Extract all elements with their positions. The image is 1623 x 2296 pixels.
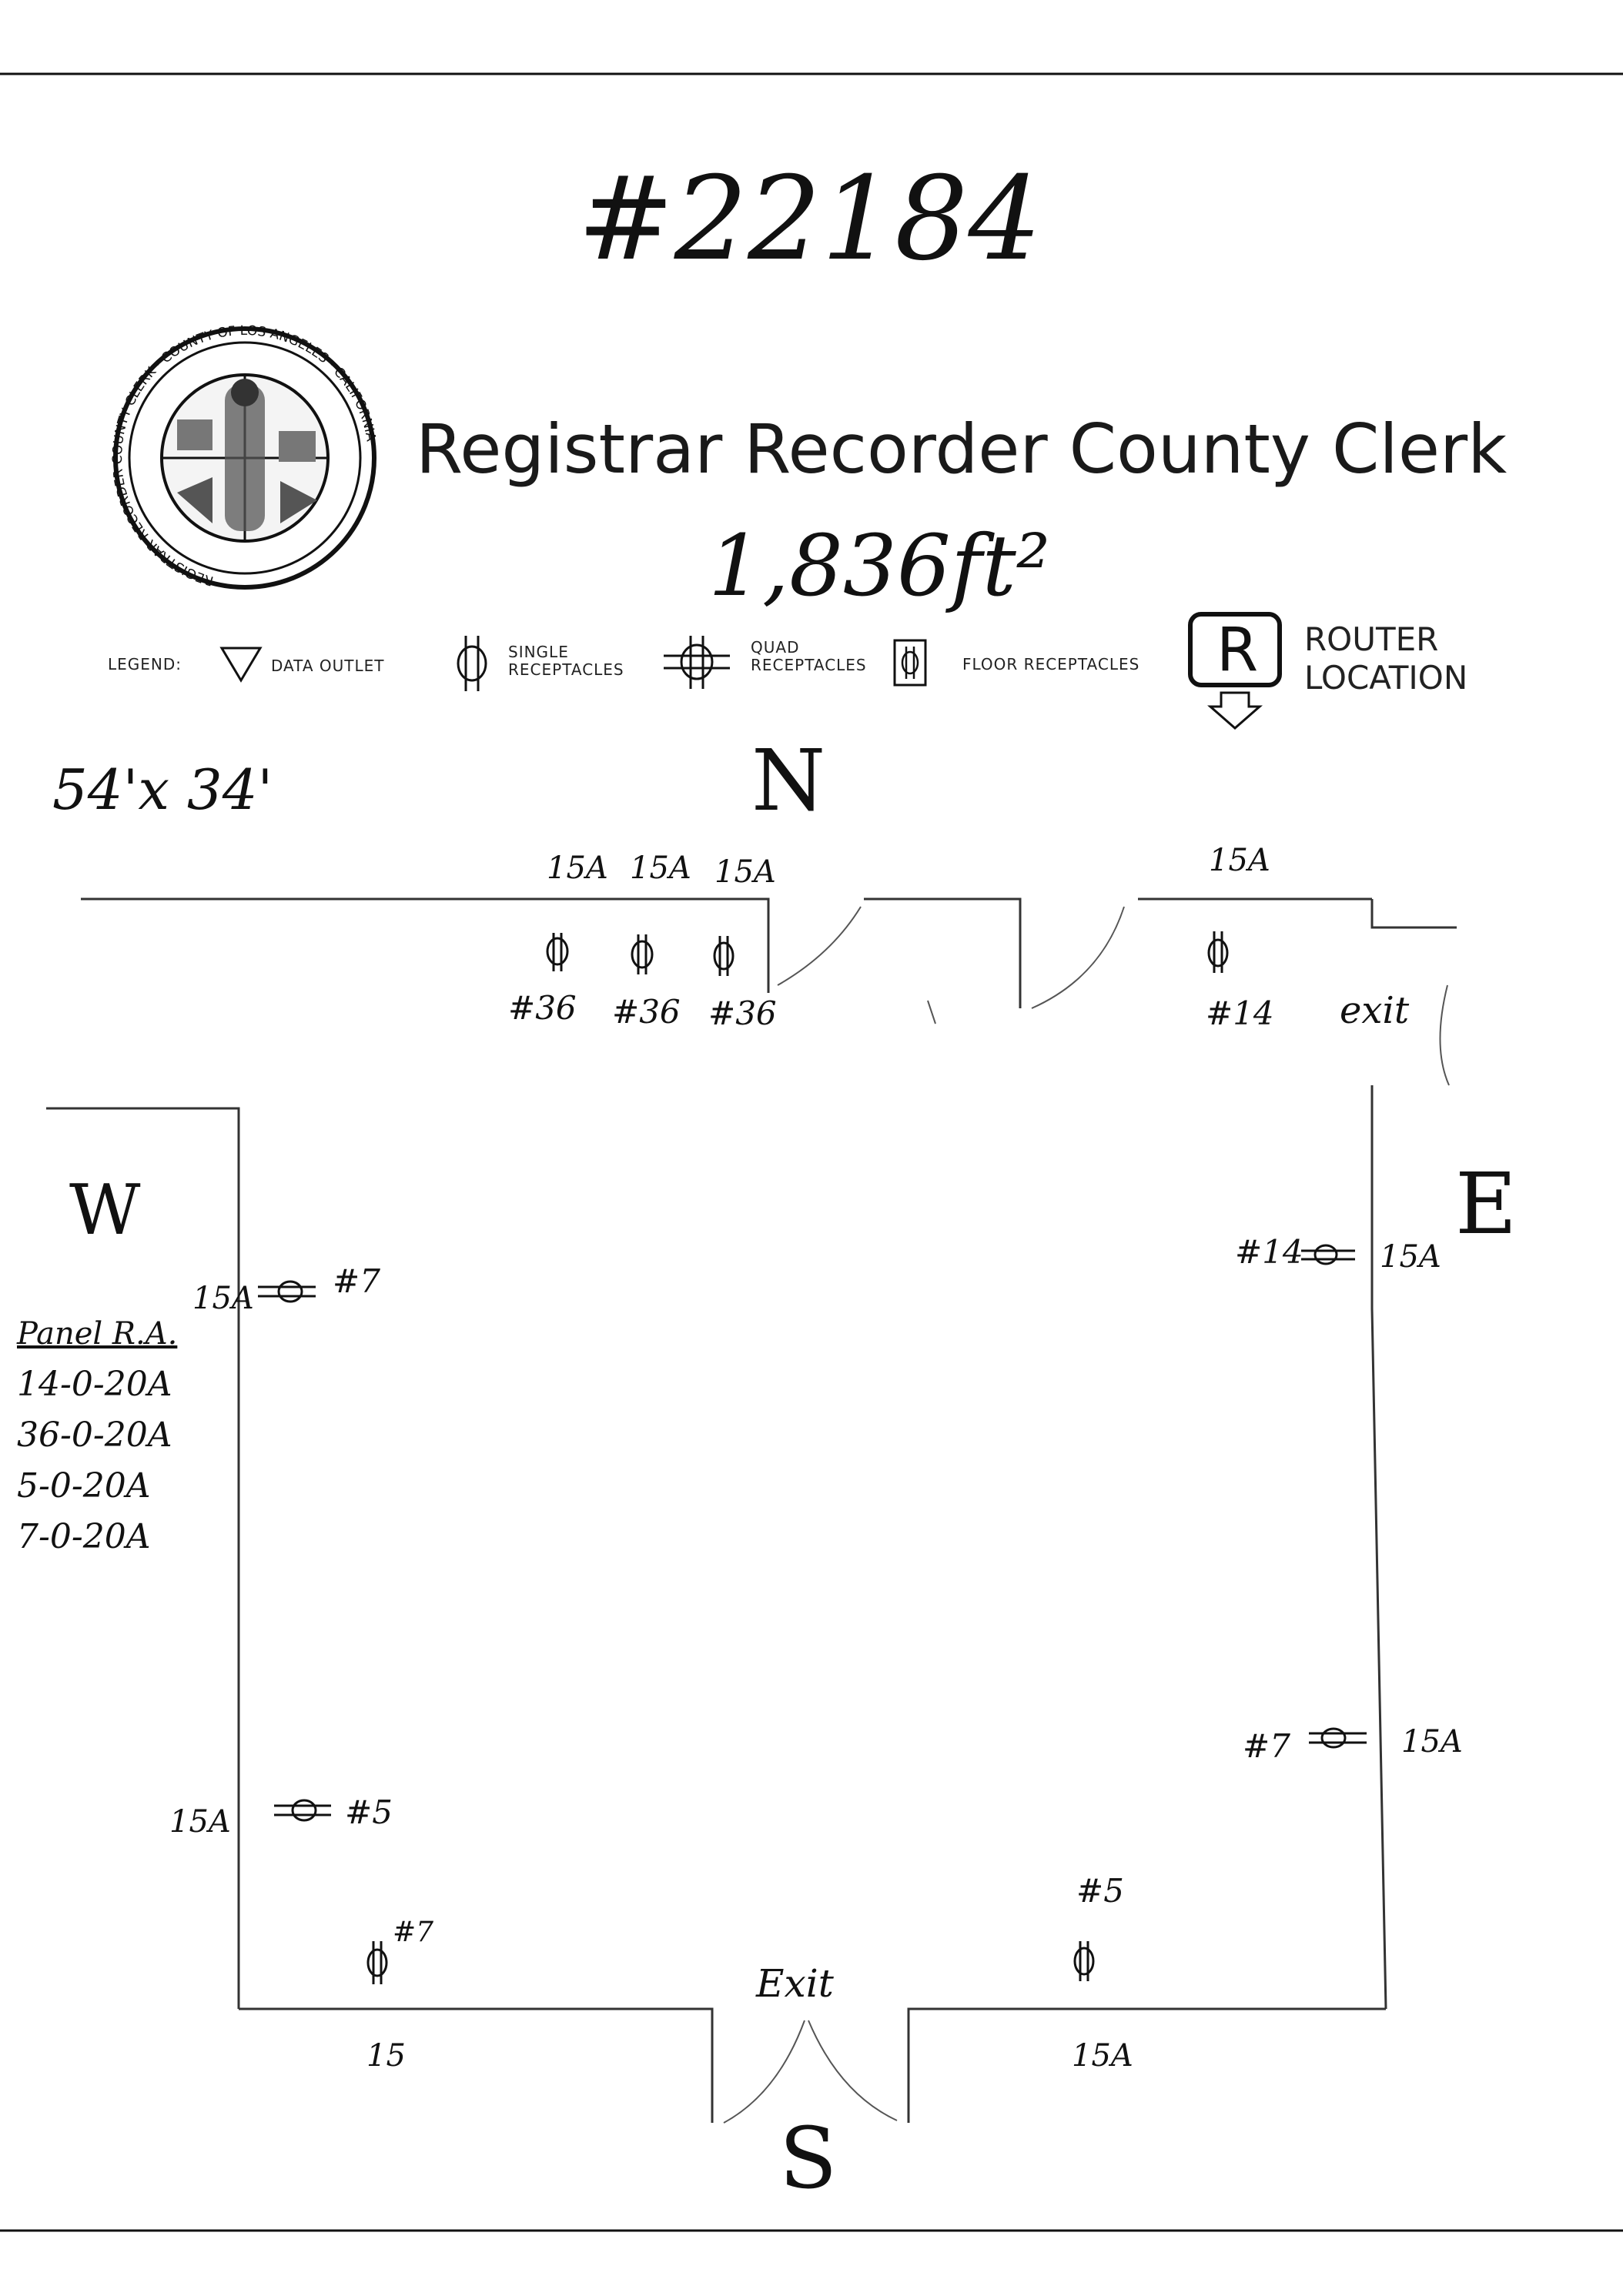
circuit-east-1: #14: [1235, 1233, 1303, 1271]
receptacle-south-1: [366, 1941, 388, 1984]
single-receptacle-icon: [457, 636, 487, 691]
circuit-east-2: #7: [1243, 1727, 1290, 1765]
circuit-north-4: #14: [1206, 994, 1274, 1032]
amp-north-1: 15A: [547, 851, 608, 886]
legend-floor-label: FLOOR RECEPTACLES: [962, 655, 1140, 673]
receptacle-east-2: [1309, 1727, 1367, 1749]
receptacle-west-2: [274, 1799, 331, 1822]
router-label: ROUTER LOCATION: [1304, 620, 1467, 698]
circuit-south-1: #7: [393, 1917, 434, 1948]
panel-circuit: 36-0-20A: [17, 1415, 172, 1455]
legend-data-outlet-label: DATA OUTLET: [271, 657, 385, 675]
data-outlet-icon: [219, 647, 263, 683]
receptacle-north-2: [631, 934, 654, 974]
door-swings: [723, 906, 1450, 2124]
legend-quad-line1: QUAD: [751, 638, 800, 657]
exit-label-south: Exit: [756, 1961, 834, 2006]
router-icon: [1188, 612, 1282, 730]
panel-circuit: 5-0-20A: [17, 1466, 151, 1506]
legend-single-line1: SINGLE: [508, 643, 569, 661]
amp-south-2: 15A: [1072, 2038, 1133, 2074]
county-seal-logo: REGISTRAR RECORDER COUNTY CLERK · COUNTY…: [110, 323, 379, 590]
circuit-north-2: #36: [612, 993, 681, 1031]
compass-north: N: [751, 731, 826, 830]
router-line1: ROUTER: [1304, 620, 1439, 658]
circuit-north-3: #36: [708, 994, 777, 1032]
compass-east: E: [1455, 1155, 1518, 1253]
page-title: Registrar Recorder County Clerk: [416, 409, 1508, 489]
circuit-north-1: #36: [508, 989, 577, 1027]
legend-single-label: SINGLE RECEPTACLES: [508, 643, 624, 679]
receptacle-south-2: [1073, 1941, 1095, 1981]
room-dimensions: 54'x 34': [52, 757, 273, 822]
legend-quad-line2: RECEPTACLES: [751, 656, 867, 674]
compass-west: W: [69, 1170, 141, 1251]
panel-title: Panel R.A.: [17, 1316, 178, 1352]
legend-single-line2: RECEPTACLES: [508, 660, 624, 679]
receptacle-north-1: [546, 933, 569, 971]
area-label: 1,836ft²: [708, 516, 1050, 615]
amp-east-2: 15A: [1401, 1724, 1463, 1760]
receptacle-north-4: [1207, 931, 1229, 973]
quad-receptacle-icon: [664, 636, 730, 689]
floor-receptacle-icon: [893, 639, 927, 687]
receptacle-north-3: [713, 936, 735, 976]
panel-circuit: 14-0-20A: [17, 1365, 172, 1404]
amp-north-3: 15A: [714, 854, 776, 890]
amp-north-2: 15A: [630, 851, 691, 886]
job-number: #22184: [577, 152, 1042, 286]
legend-label: LEGEND:: [108, 655, 182, 673]
panel-circuit: 7-0-20A: [17, 1517, 151, 1556]
circuit-west-2: #5: [345, 1793, 393, 1831]
legend-quad-label: QUAD RECEPTACLES: [751, 639, 867, 674]
panel-schedule: Panel R.A. 14-0-20A 36-0-20A 5-0-20A 7-0…: [17, 1308, 177, 1562]
room-walls: [46, 897, 1457, 2123]
exit-label-northeast: exit: [1340, 989, 1410, 1032]
router-line2: LOCATION: [1304, 659, 1468, 697]
amp-north-4: 15A: [1209, 843, 1270, 878]
circuit-west-1: #7: [333, 1262, 380, 1300]
amp-west-1: 15A: [192, 1281, 254, 1316]
amp-east-1: 15A: [1380, 1239, 1441, 1275]
amp-west-2: 15A: [169, 1804, 231, 1840]
receptacle-east-1: [1301, 1244, 1355, 1265]
receptacle-west-1: [258, 1280, 316, 1303]
amp-south-1: 15: [366, 2038, 406, 2074]
circuit-south-2: #5: [1076, 1872, 1124, 1910]
compass-south: S: [779, 2109, 838, 2207]
router-symbol: R: [1216, 616, 1259, 685]
